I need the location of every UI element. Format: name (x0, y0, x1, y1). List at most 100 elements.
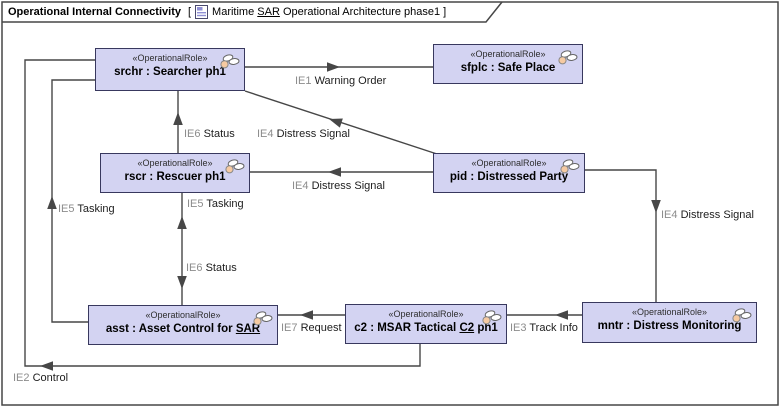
flow-label-ie4-right[interactable]: IE4 Distress Signal (661, 209, 754, 221)
flow-id: IE4 (257, 128, 274, 140)
flow-rscr-asst-tasking-status[interactable] (177, 193, 187, 305)
flow-ie4-distress-signal-diagonal[interactable] (244, 90, 438, 155)
flow-name: Warning Order (314, 75, 387, 87)
node-stereotype: «OperationalRole» (132, 53, 208, 63)
diagram-icon (195, 5, 209, 19)
node-name: asst : Asset Control for SAR (89, 322, 277, 336)
node-name-link: SAR (235, 323, 261, 335)
title-tab-outline (2, 1, 503, 23)
flow-name: Control (32, 372, 69, 384)
arrowhead (300, 310, 313, 320)
node-srchr-searcher[interactable]: «OperationalRole» srchr : Searcher ph1 (95, 48, 245, 91)
node-stereotype: «OperationalRole» (137, 158, 213, 168)
diagram-context-link[interactable]: SAR (257, 6, 280, 18)
flow-label-ie5-right[interactable]: IE5 Tasking (187, 198, 244, 210)
node-name-text: c2 : MSAR Tactical (354, 322, 460, 334)
flow-id: IE4 (661, 209, 678, 221)
node-stereotype: «OperationalRole» (471, 158, 547, 168)
arrowhead (173, 112, 183, 125)
flow-label-ie6-upper[interactable]: IE6 Status (184, 128, 235, 140)
flow-id: IE5 (58, 203, 75, 215)
flow-id: IE4 (292, 180, 309, 192)
node-name: rscr : Rescuer ph1 (101, 170, 249, 184)
arrowhead (555, 310, 568, 320)
node-name-text: mntr : Distress Monitoring (597, 320, 742, 332)
bracket-close: ] (443, 6, 447, 18)
arrowhead (329, 118, 343, 128)
flow-id: IE6 (186, 262, 203, 274)
operational-role-icon (558, 50, 578, 65)
flow-ie6-status-rscr-srchr[interactable] (173, 91, 183, 153)
bracket-open: [ (187, 6, 192, 18)
node-name-text: asst : Asset Control for (105, 323, 236, 335)
flow-id: IE6 (184, 128, 201, 140)
node-name: pid : Distressed Party (434, 170, 584, 184)
node-name-text: sfplc : Safe Place (460, 62, 556, 74)
flow-label-ie3[interactable]: IE3 Track Info (510, 322, 578, 334)
flow-label-ie7[interactable]: IE7 Request (281, 322, 342, 334)
arrowhead (40, 361, 53, 371)
node-name-text: srchr : Searcher ph1 (114, 66, 226, 78)
node-name: c2 : MSAR Tactical C2 ph1 (346, 321, 506, 335)
flow-id: IE5 (187, 198, 204, 210)
flow-label-ie6-lower[interactable]: IE6 Status (186, 262, 237, 274)
operational-role-icon (253, 311, 273, 326)
flow-name: Distress Signal (680, 209, 754, 221)
diagram-context-pre: Maritime (212, 6, 258, 18)
node-name-text: rscr : Rescuer ph1 (124, 171, 226, 183)
flow-label-ie1[interactable]: IE1 Warning Order (295, 75, 386, 87)
node-mntr-distress-monitoring[interactable]: «OperationalRole» mntr : Distress Monito… (582, 302, 757, 343)
node-stereotype: «OperationalRole» (388, 309, 464, 319)
flow-name: Tasking (206, 198, 244, 210)
node-pid-distressed-party[interactable]: «OperationalRole» pid : Distressed Party (433, 153, 585, 193)
flow-name: Distress Signal (311, 180, 385, 192)
arrowhead (328, 167, 341, 177)
flow-name: Status (205, 262, 237, 274)
flow-name: Tasking (77, 203, 115, 215)
arrowhead (327, 62, 340, 72)
flow-name: Distress Signal (276, 128, 350, 140)
flow-label-ie5-left[interactable]: IE5 Tasking (58, 203, 115, 215)
flow-id: IE3 (510, 322, 527, 334)
diagram-title-bar: Operational Internal Connectivity [ Mari… (8, 4, 449, 20)
node-stereotype: «OperationalRole» (470, 49, 546, 59)
operational-role-icon (560, 159, 580, 174)
flow-ie1-warning-order[interactable] (245, 62, 433, 72)
flow-name: Track Info (529, 322, 578, 334)
flow-id: IE7 (281, 322, 298, 334)
flow-id: IE1 (295, 75, 312, 87)
node-name: srchr : Searcher ph1 (96, 65, 244, 79)
flow-ie4-distress-signal-pid-rscr[interactable] (250, 167, 433, 177)
operational-role-icon (220, 54, 240, 69)
flow-ie2-control-c2-srchr[interactable] (24, 59, 421, 371)
node-stereotype: «OperationalRole» (631, 307, 708, 317)
operational-role-icon (225, 159, 245, 174)
node-name: mntr : Distress Monitoring (583, 319, 756, 333)
diagram-title: Operational Internal Connectivity (8, 6, 181, 18)
arrowhead (177, 276, 187, 289)
flow-ie4-distress-signal-pid-mntr[interactable] (585, 169, 661, 302)
flow-ie3-track-info-mntr-c2[interactable] (507, 310, 582, 320)
node-sfplc-safe-place[interactable]: «OperationalRole» sfplc : Safe Place (433, 44, 583, 84)
flow-ie7-request-c2-asst[interactable] (278, 310, 345, 320)
node-c2-msar-tactical[interactable]: «OperationalRole» c2 : MSAR Tactical C2 … (345, 304, 507, 344)
arrowhead (177, 216, 187, 229)
node-stereotype: «OperationalRole» (145, 310, 221, 320)
diagram-context-post: Operational Architecture phase1 (279, 6, 441, 18)
node-name: sfplc : Safe Place (434, 61, 582, 75)
node-name-link: C2 (459, 322, 475, 334)
flow-label-ie2[interactable]: IE2 Control (13, 372, 68, 384)
flow-label-ie4-diagonal[interactable]: IE4 Distress Signal (257, 128, 350, 140)
flow-label-ie4-middle[interactable]: IE4 Distress Signal (292, 180, 385, 192)
flow-name: Request (300, 322, 342, 334)
node-asst-asset-control[interactable]: «OperationalRole» asst : Asset Control f… (88, 305, 278, 345)
node-name-text: pid : Distressed Party (449, 171, 569, 183)
node-name-text: ph1 (474, 322, 498, 334)
flow-id: IE2 (13, 372, 30, 384)
flow-name: Status (203, 128, 235, 140)
node-rscr-rescuer[interactable]: «OperationalRole» rscr : Rescuer ph1 (100, 153, 250, 193)
flow-ie5-tasking-asst-srchr[interactable] (47, 79, 95, 323)
operational-role-icon (732, 308, 752, 323)
